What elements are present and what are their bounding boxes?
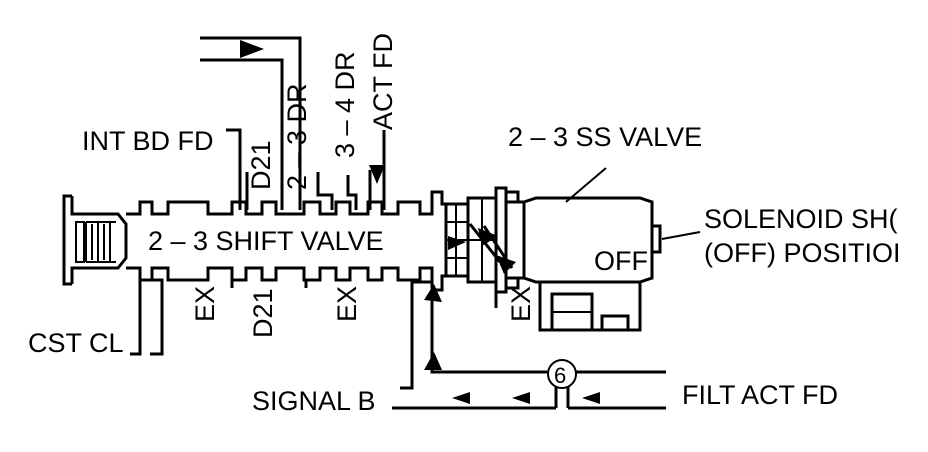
int-bd-fd-label: INT BD FD [82, 126, 214, 156]
flow-arrow-icon [496, 255, 516, 274]
flow-arrow-icon [240, 40, 264, 58]
flow-arrow-icon [424, 352, 442, 370]
flow-arrow-icon [582, 392, 600, 404]
solenoid-label-line2: (OFF) POSITIOI [704, 238, 901, 268]
act-fd-label: ACT FD [368, 33, 398, 130]
orifice-number: 6 [554, 363, 566, 388]
lower-passages [130, 278, 308, 356]
ex-label-3: EX [506, 286, 536, 322]
ex-label-1: EX [190, 286, 220, 322]
act-fd-arrow-icon [369, 165, 385, 184]
dr-2-3-label: 2 – 3 DR [282, 83, 312, 190]
signal-circuit [392, 280, 666, 410]
signal-b-label: SIGNAL B [252, 386, 376, 416]
ss-valve-label: 2 – 3 SS VALVE [508, 122, 702, 152]
d21-lower-label: D21 [248, 288, 278, 338]
ex-label-2: EX [332, 286, 362, 322]
solenoid-interface [444, 186, 526, 308]
top-inlet-passage [200, 36, 302, 108]
flow-arrow-icon [512, 392, 530, 404]
shift-valve-body [126, 190, 446, 292]
solenoid-label-line1: SOLENOID SH( [704, 204, 898, 234]
solenoid [522, 167, 701, 332]
d21-upper-label: D21 [246, 140, 276, 190]
flow-arrow-icon [448, 236, 466, 250]
valve-spring [62, 194, 128, 286]
dr-3-4-label: 3 – 4 DR [330, 51, 360, 158]
flow-arrow-icon [452, 392, 470, 404]
filt-act-fd-label: FILT ACT FD [682, 380, 838, 410]
flow-arrow-icon [424, 284, 442, 302]
cst-cl-label: CST CL [28, 328, 124, 358]
off-label: OFF [594, 246, 648, 276]
shift-valve-label: 2 – 3 SHIFT VALVE [148, 226, 384, 256]
orifice-icon [547, 359, 577, 389]
